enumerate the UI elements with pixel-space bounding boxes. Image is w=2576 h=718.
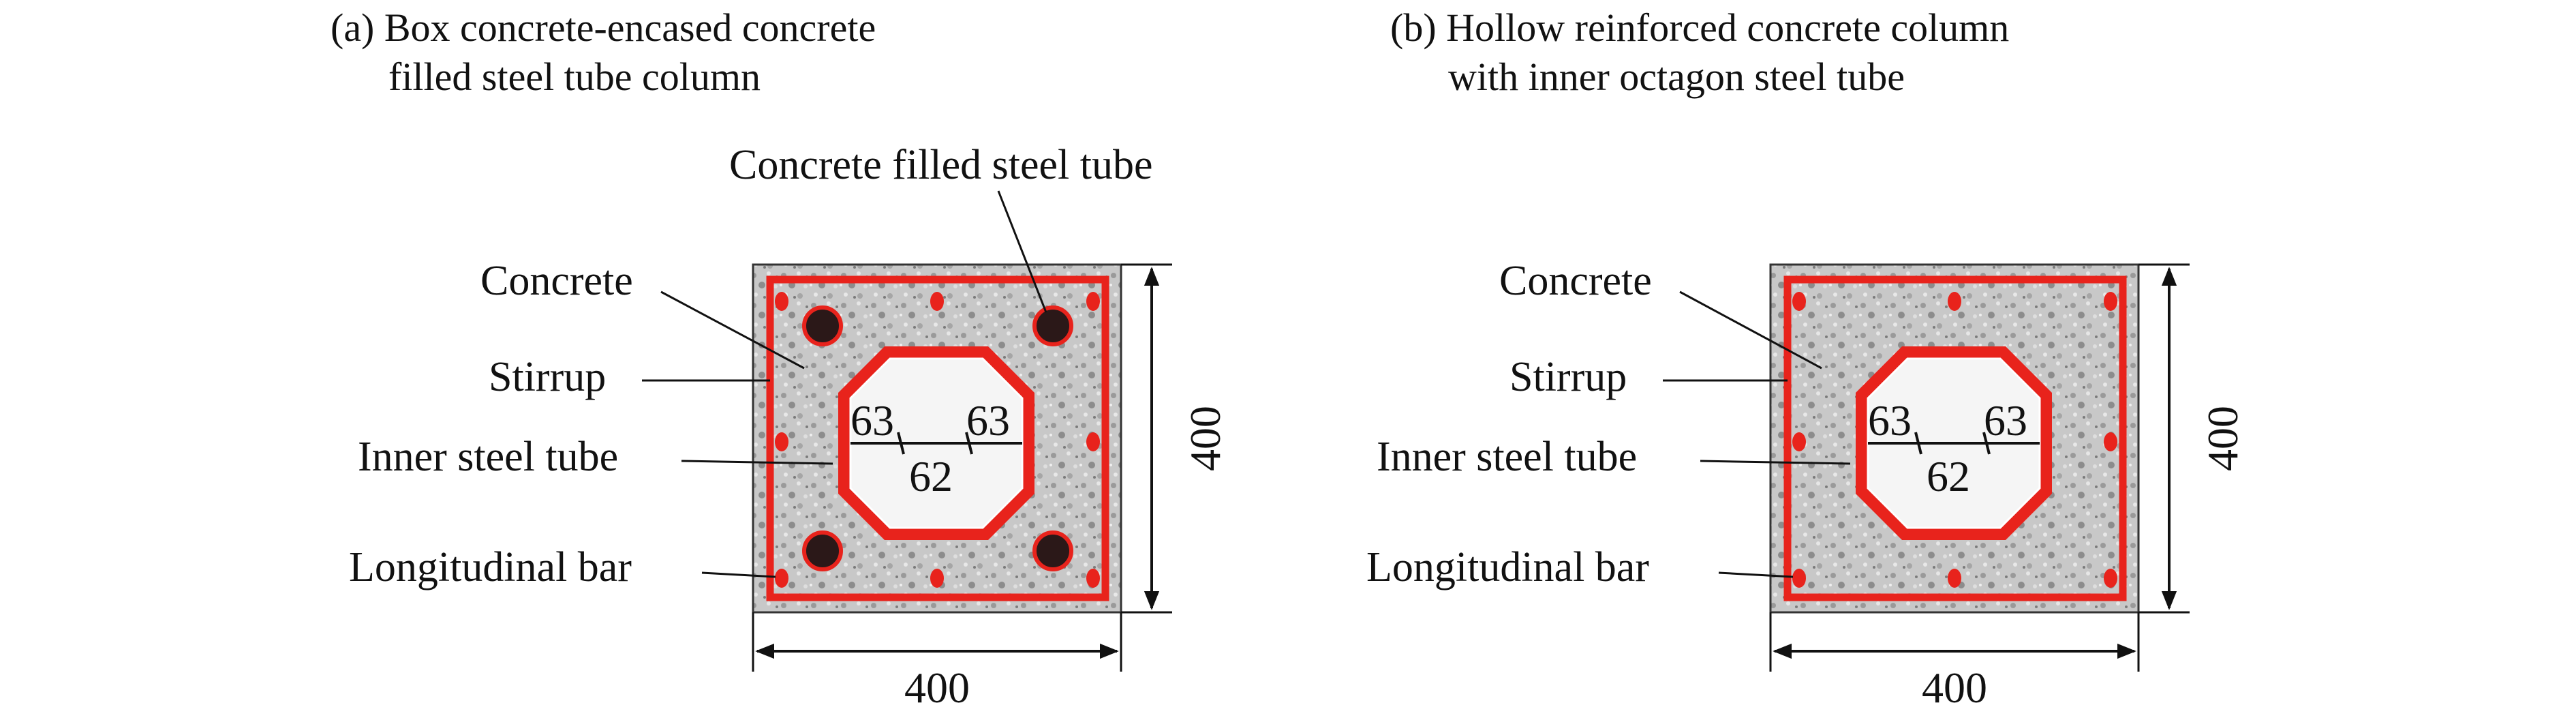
cfst-tube-top-left: [802, 305, 843, 346]
label-concrete: Concrete: [1499, 258, 1652, 304]
longitudinal-bar: [2104, 292, 2117, 311]
label-inner-tube: Inner steel tube: [358, 434, 618, 480]
longitudinal-bar: [1086, 569, 1100, 588]
leader-long-bar: [701, 571, 776, 578]
leader-concrete: [1679, 290, 1822, 370]
leader-long-bar: [1718, 571, 1794, 578]
cfst-tube-bottom-right: [1032, 530, 1073, 571]
panel-a: (a) Box concrete-encased concrete filled…: [331, 5, 1229, 712]
longitudinal-bar: [775, 432, 788, 451]
label-concrete: Concrete: [480, 258, 633, 304]
dim-right-63: 63: [1984, 396, 2027, 445]
dim-right-63: 63: [966, 396, 1010, 445]
dim-left-63: 63: [1868, 396, 1912, 445]
height-dimension-label: 400: [2198, 406, 2247, 471]
longitudinal-bar: [775, 569, 788, 588]
dim-mid-62: 62: [1927, 452, 1970, 500]
label-cfst: Concrete filled steel tube: [729, 142, 1152, 188]
stirrup: [1783, 275, 2127, 601]
label-long-bar: Longitudinal bar: [349, 544, 632, 590]
leader-inner-tube: [1700, 460, 1851, 465]
longitudinal-bar: [1086, 432, 1100, 451]
panel-a-title-line1: (a) Box concrete-encased concrete: [331, 5, 876, 50]
label-stirrup: Stirrup: [489, 354, 606, 400]
dim-tick: [897, 432, 905, 455]
longitudinal-bars: [1792, 292, 2117, 588]
dim-tick: [965, 432, 973, 455]
longitudinal-bar: [930, 292, 944, 311]
longitudinal-bars: [775, 292, 1100, 588]
longitudinal-bar: [1792, 292, 1806, 311]
height-dimension-label: 400: [1181, 406, 1229, 471]
longitudinal-bar: [2104, 569, 2117, 588]
leader-inner-tube: [681, 460, 833, 465]
longitudinal-bar: [1086, 292, 1100, 311]
longitudinal-bar: [2104, 432, 2117, 451]
dim-tick: [1982, 432, 1991, 455]
cfst-tube-top-right: [1032, 305, 1073, 346]
dim-left-63: 63: [850, 396, 894, 445]
label-stirrup: Stirrup: [1509, 354, 1627, 400]
label-inner-tube: Inner steel tube: [1377, 434, 1637, 480]
leader-concrete: [660, 290, 805, 370]
panel-b: (b) Hollow reinforced concrete column wi…: [1366, 5, 2247, 712]
longitudinal-bar: [775, 292, 788, 311]
dim-mid-62: 62: [909, 452, 953, 500]
longitudinal-bar: [1792, 432, 1806, 451]
longitudinal-bar: [1948, 292, 1961, 311]
width-dimension-label: 400: [904, 663, 970, 712]
width-dimension-label: 400: [1922, 663, 1987, 712]
panel-b-title-line2: with inner octagon steel tube: [1448, 55, 1905, 99]
panel-b-title-line1: (b) Hollow reinforced concrete column: [1390, 5, 2009, 50]
longitudinal-bar: [1948, 569, 1961, 588]
dim-tick: [1914, 432, 1922, 455]
longitudinal-bar: [930, 569, 944, 588]
leader-cfst: [997, 190, 1047, 313]
cfst-tube-bottom-left: [802, 530, 843, 571]
panel-a-title-line2: filled steel tube column: [388, 55, 761, 99]
label-long-bar: Longitudinal bar: [1366, 544, 1649, 590]
stirrup: [766, 275, 1109, 601]
longitudinal-bar: [1792, 569, 1806, 588]
